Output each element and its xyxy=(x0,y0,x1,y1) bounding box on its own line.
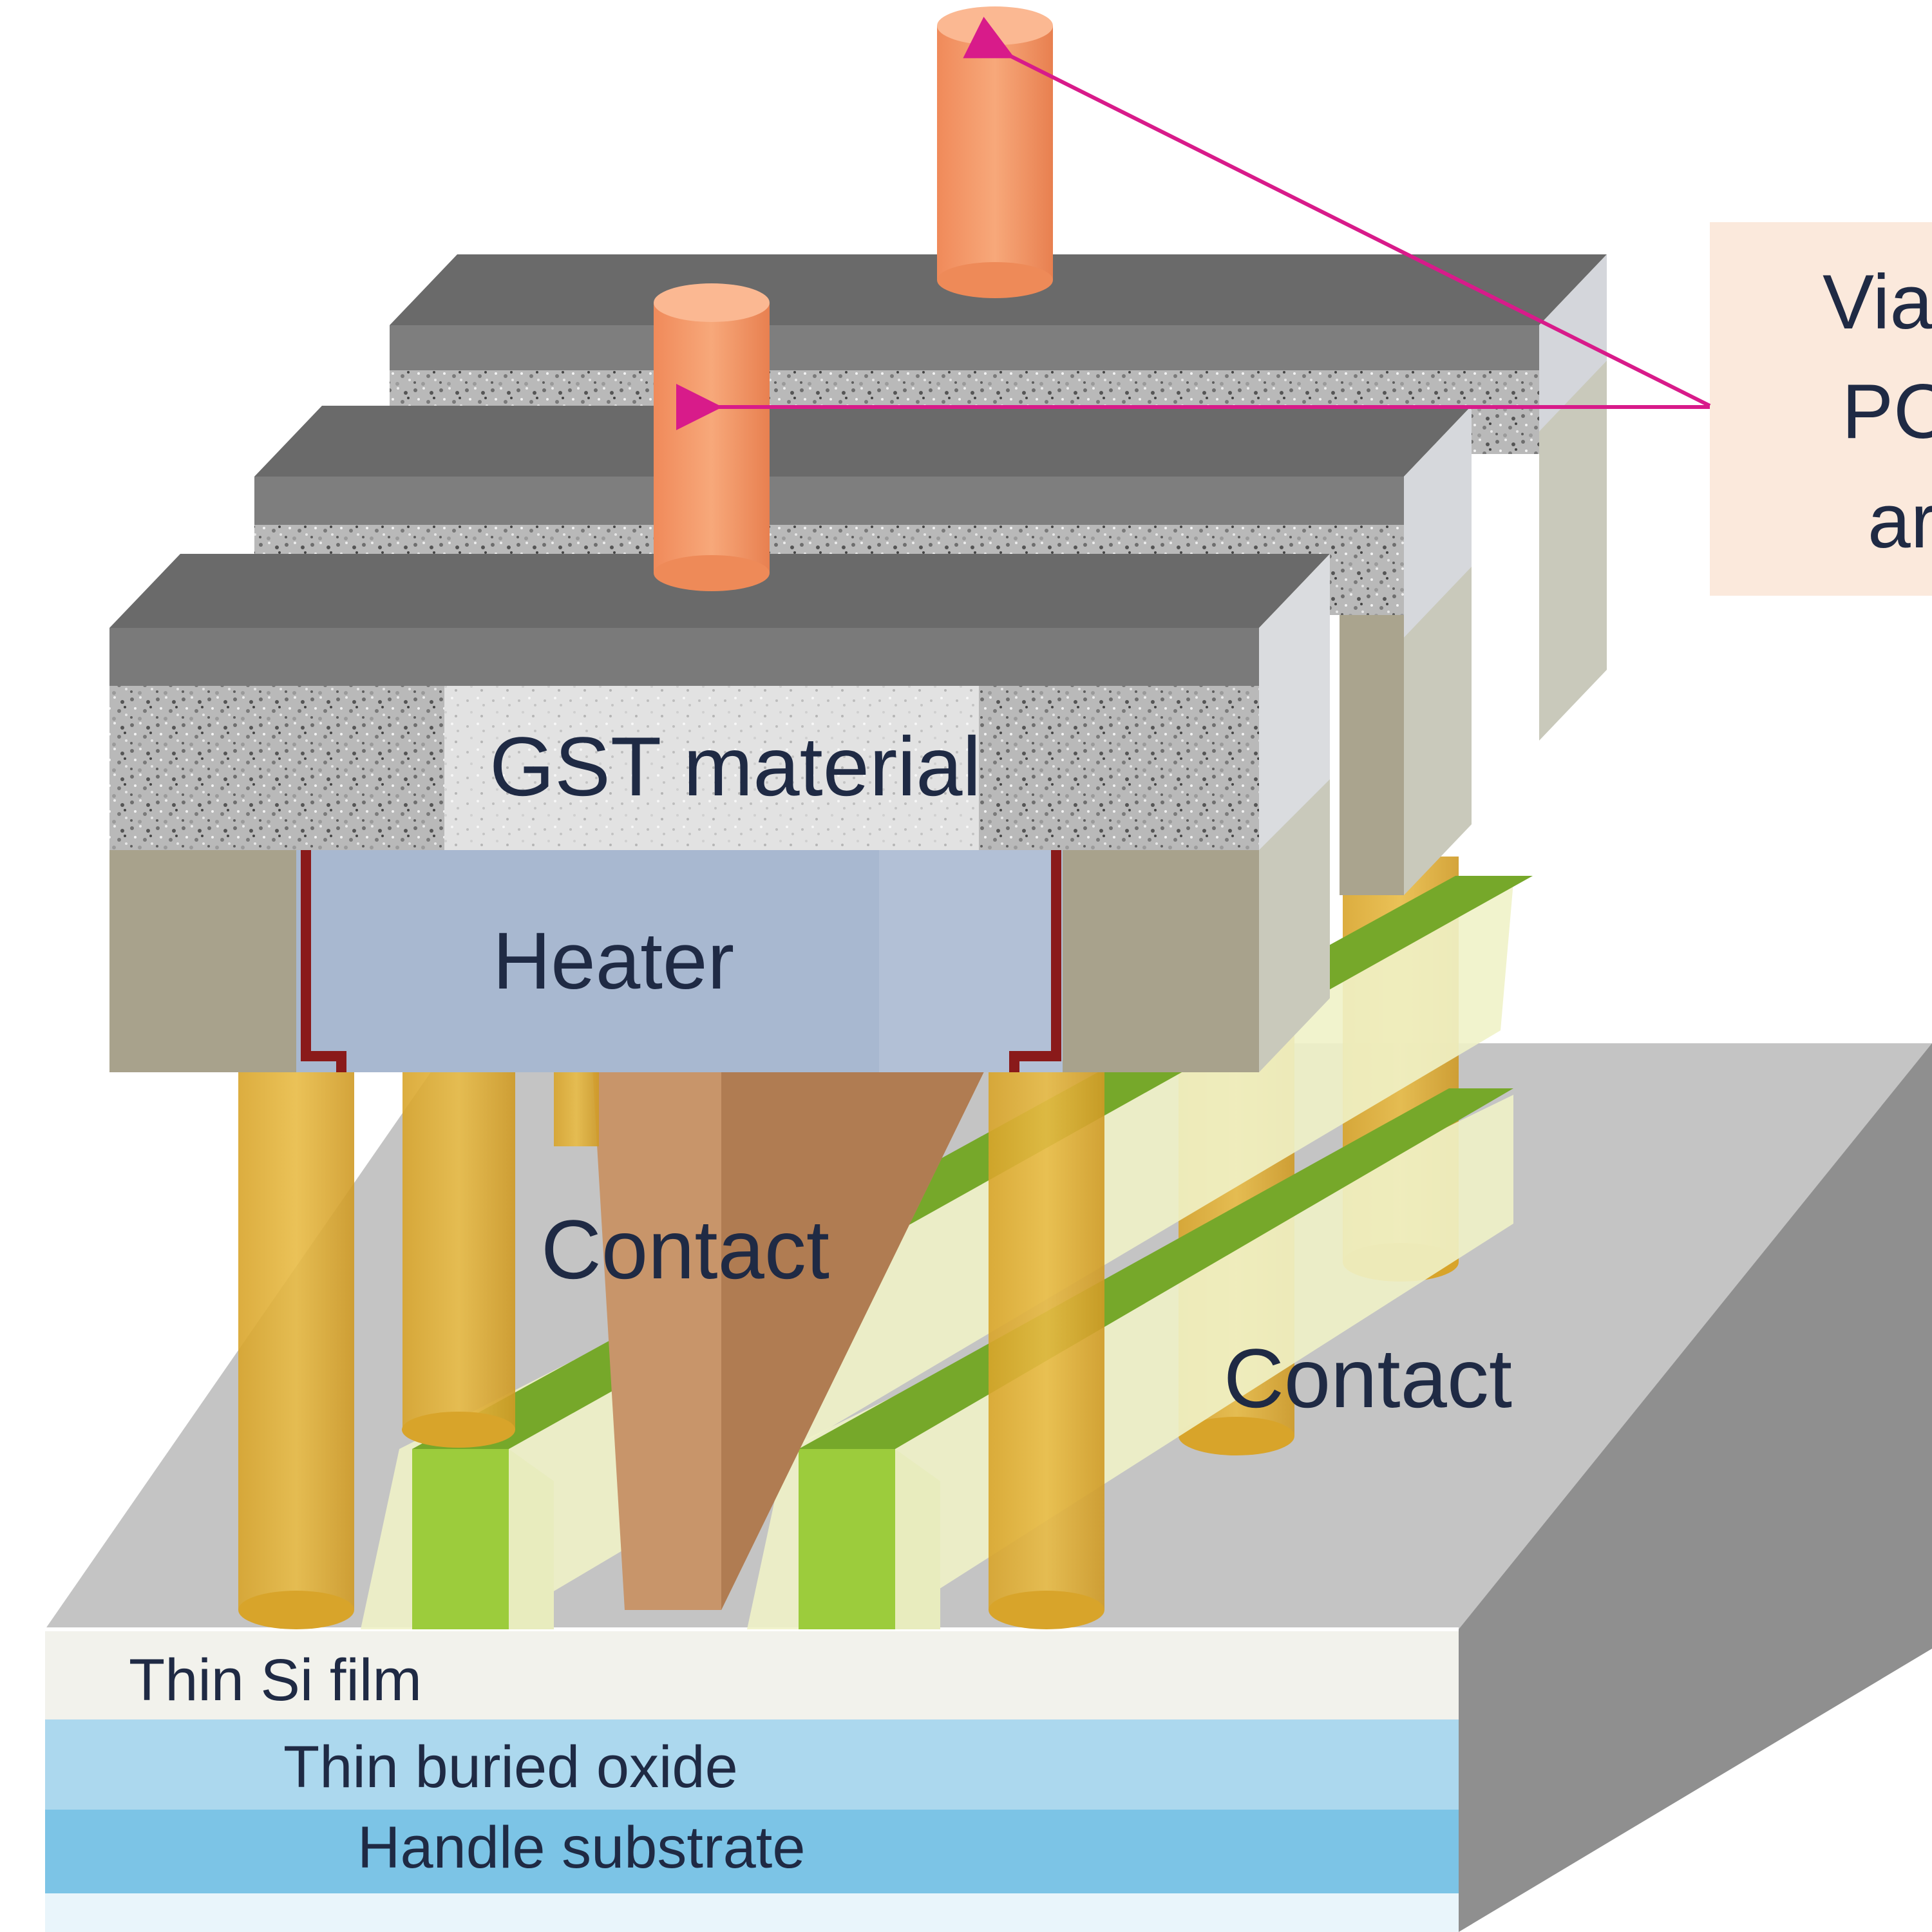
label-thin-si-film: Thin Si film xyxy=(129,1647,422,1713)
label-heater: Heater xyxy=(493,916,734,1006)
callout-line-1: Via xyxy=(1823,259,1932,345)
callout-box: Via PC arr xyxy=(1710,222,1932,596)
callout-arrows xyxy=(676,16,1711,430)
memory-cell-middle xyxy=(254,406,1472,895)
label-contact-right: Contact xyxy=(1224,1331,1512,1425)
label-contact-center: Contact xyxy=(541,1202,829,1296)
memory-cell-front xyxy=(109,554,1330,1072)
label-handle-substrate: Handle substrate xyxy=(357,1815,806,1880)
callout-line-2: PC xyxy=(1842,368,1932,455)
center-contact xyxy=(592,1069,985,1610)
label-gst-material: GST material xyxy=(489,719,981,813)
via-back xyxy=(937,6,1053,298)
callout-line-3: arr xyxy=(1868,478,1932,564)
front-contacts xyxy=(238,1069,1104,1629)
via-front xyxy=(654,283,770,591)
gate-stripe-2 xyxy=(747,1088,1513,1629)
label-thin-buried-oxide: Thin buried oxide xyxy=(283,1734,738,1800)
arrow-to-back-via xyxy=(963,16,1711,408)
